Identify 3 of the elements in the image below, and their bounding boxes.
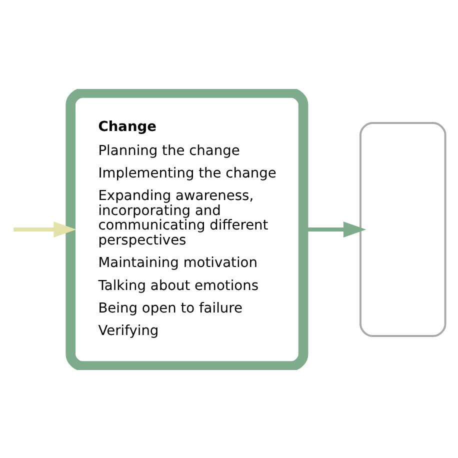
arrow	[14, 221, 76, 237]
node-box: Change Planning the change Implementing the change Expanding awareness, incorporating and communicating different perspectives Maintaining motivation Talking about emotions Being open to failure Verifying	[66, 88, 308, 370]
node-box	[360, 122, 446, 336]
